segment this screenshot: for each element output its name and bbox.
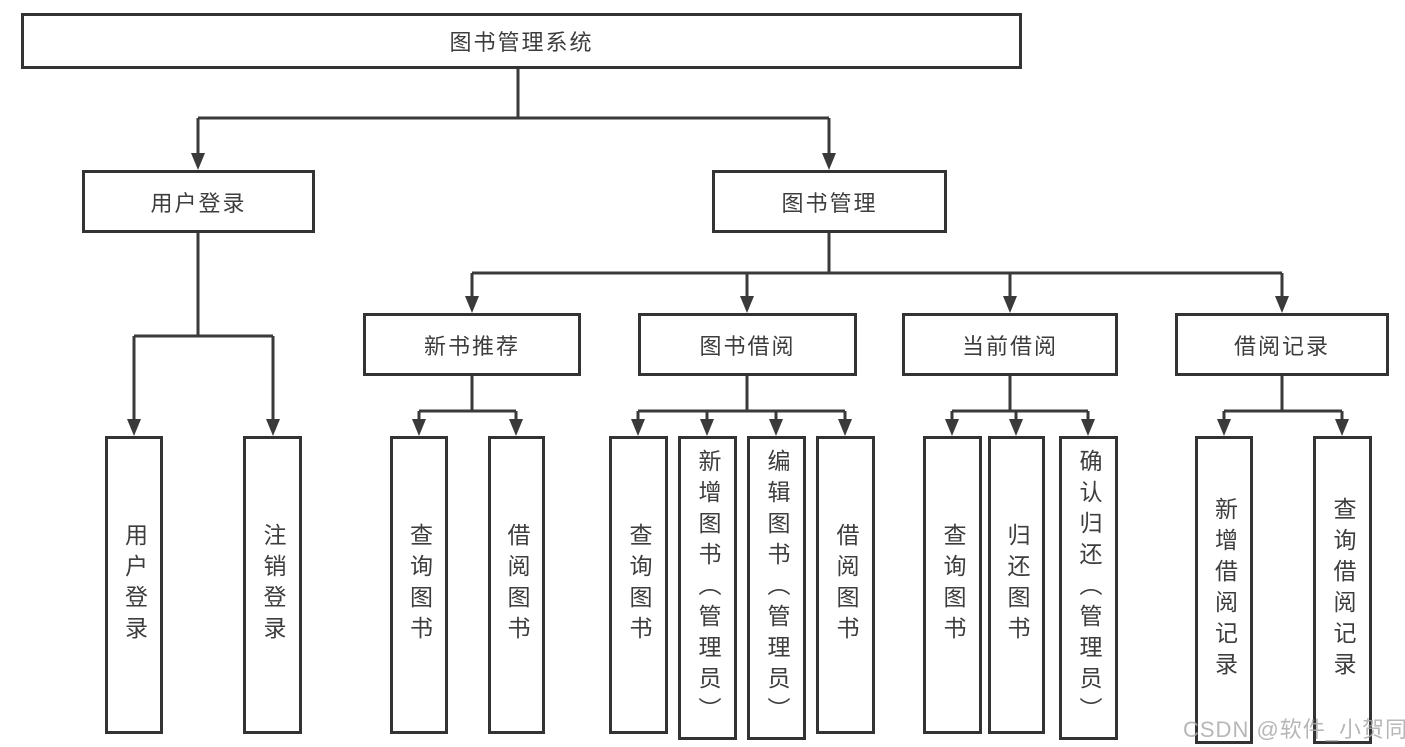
leaf-br-query-record: 查询借阅记录 xyxy=(1313,436,1372,744)
watermark: CSDN @软件_小贺同学 xyxy=(1183,717,1405,742)
leaf-cb-return-book-label: 归还图书 xyxy=(1004,523,1030,647)
connector-book-mgmt-to-level3 xyxy=(470,233,1284,299)
connector-new-book-rec-to-leaves xyxy=(417,376,518,422)
leaf-br-query-record-label: 查询借阅记录 xyxy=(1330,497,1356,683)
leaf-bb-add-book: 新增图书（管理员） xyxy=(678,436,737,740)
node-root: 图书管理系统 xyxy=(21,13,1022,69)
node-user-login-label: 用户登录 xyxy=(150,190,247,216)
leaf-bb-edit-book-label: 编辑图书（管理员） xyxy=(764,448,790,728)
connector-current-borrow-to-leaves xyxy=(950,376,1090,422)
leaf-bb-borrow-book: 借阅图书 xyxy=(816,436,875,734)
node-current-borrow-label: 当前借阅 xyxy=(961,333,1058,359)
leaf-cb-query-book: 查询图书 xyxy=(923,436,982,734)
node-current-borrow: 当前借阅 xyxy=(902,313,1118,376)
node-new-book-rec-label: 新书推荐 xyxy=(423,333,520,359)
leaf-cb-return-book: 归还图书 xyxy=(988,436,1045,734)
leaf-br-add-record: 新增借阅记录 xyxy=(1195,436,1253,744)
leaf-cb-query-book-label: 查询图书 xyxy=(940,523,966,647)
leaf-cb-confirm-return-label: 确认归还（管理员） xyxy=(1076,448,1102,728)
connector-user-login-to-leaves xyxy=(132,233,275,422)
leaf-br-add-record-label: 新增借阅记录 xyxy=(1211,497,1238,683)
connector-root-to-level2 xyxy=(196,69,831,156)
leaf-logout: 注销登录 xyxy=(243,436,302,734)
leaf-rec-borrow-book-label: 借阅图书 xyxy=(504,523,530,647)
leaf-bb-edit-book: 编辑图书（管理员） xyxy=(747,436,806,740)
leaf-bb-borrow-book-label: 借阅图书 xyxy=(833,523,859,647)
connector-borrow-record-to-leaves xyxy=(1222,376,1344,422)
leaf-user-login: 用户登录 xyxy=(105,436,163,734)
leaf-rec-query-book: 查询图书 xyxy=(390,436,448,734)
connector-book-borrow-to-leaves xyxy=(636,376,847,422)
node-root-label: 图书管理系统 xyxy=(449,30,594,55)
leaf-bb-add-book-label: 新增图书（管理员） xyxy=(695,448,721,728)
leaf-bb-query-book-label: 查询图书 xyxy=(626,523,652,647)
node-book-mgmt: 图书管理 xyxy=(712,170,947,233)
node-book-borrow-label: 图书借阅 xyxy=(699,333,796,359)
node-book-mgmt-label: 图书管理 xyxy=(781,190,878,216)
leaf-logout-label: 注销登录 xyxy=(260,523,286,647)
node-new-book-rec: 新书推荐 xyxy=(363,313,581,376)
node-user-login: 用户登录 xyxy=(82,170,315,233)
leaf-user-login-label: 用户登录 xyxy=(121,523,148,647)
leaf-bb-query-book: 查询图书 xyxy=(609,436,668,734)
leaf-rec-query-book-label: 查询图书 xyxy=(406,523,433,647)
leaf-rec-borrow-book: 借阅图书 xyxy=(488,436,545,734)
node-book-borrow: 图书借阅 xyxy=(638,313,857,376)
leaf-cb-confirm-return: 确认归还（管理员） xyxy=(1059,436,1118,740)
node-borrow-record-label: 借阅记录 xyxy=(1233,333,1330,359)
node-borrow-record: 借阅记录 xyxy=(1175,313,1389,376)
